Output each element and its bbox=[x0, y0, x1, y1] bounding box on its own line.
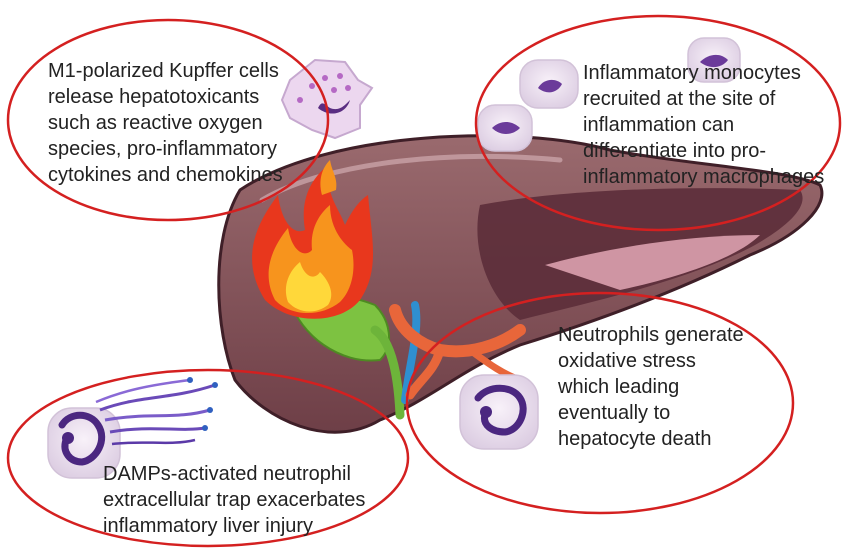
monocyte-icon bbox=[478, 105, 532, 151]
kupffer-granule bbox=[345, 85, 351, 91]
monocytes-caption: Inflammatory monocytes recruited at the … bbox=[583, 60, 824, 190]
damps-caption: DAMPs-activated neutrophil extracellular… bbox=[103, 461, 365, 539]
kupffer-granule bbox=[331, 87, 337, 93]
neutrophil-icon bbox=[460, 375, 538, 449]
neutrophils-caption: Neutrophils generate oxidative stress wh… bbox=[558, 322, 744, 452]
monocyte-icon bbox=[520, 60, 578, 108]
kupffer-granule bbox=[322, 75, 328, 81]
kupffer-caption: M1-polarized Kupffer cells release hepat… bbox=[48, 58, 283, 188]
kupffer-granule bbox=[309, 83, 315, 89]
kupffer-granule bbox=[337, 73, 343, 79]
kupffer-granule bbox=[297, 97, 303, 103]
